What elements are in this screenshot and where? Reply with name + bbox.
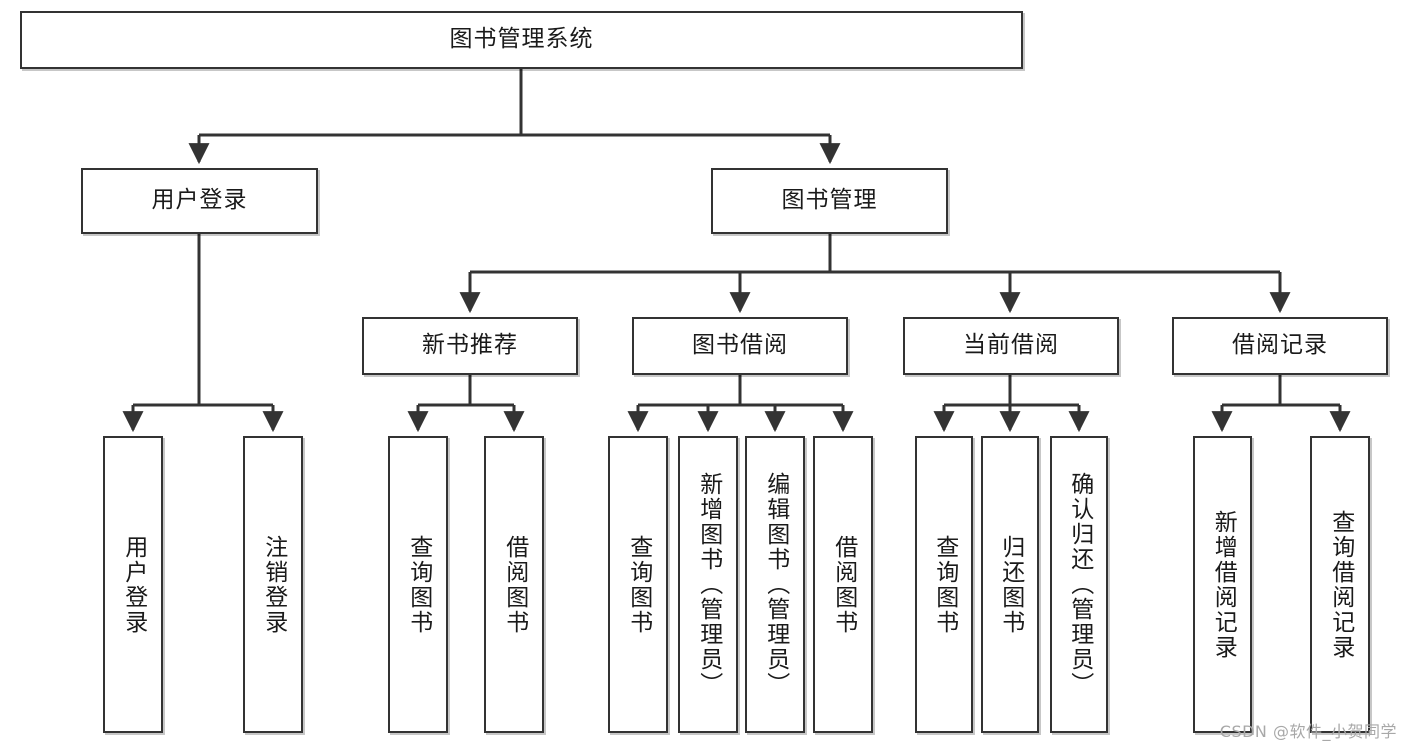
node-leaf-query-book-2[interactable]: 查询图书 bbox=[608, 436, 668, 733]
node-new-book-rec[interactable]: 新书推荐 bbox=[362, 317, 578, 375]
node-leaf-user-logout[interactable]: 注销登录 bbox=[243, 436, 303, 733]
node-leaf-borrow-book-1-label: 借阅图书 bbox=[501, 534, 528, 635]
node-root-label: 图书管理系统 bbox=[449, 26, 594, 53]
node-leaf-add-book[interactable]: 新增图书（管理员） bbox=[678, 436, 738, 733]
node-book-manage[interactable]: 图书管理 bbox=[711, 168, 948, 234]
node-leaf-edit-book-label: 编辑图书（管理员） bbox=[762, 472, 789, 697]
node-leaf-query-record-label: 查询借阅记录 bbox=[1327, 509, 1354, 660]
node-leaf-user-login-label: 用户登录 bbox=[120, 534, 147, 635]
node-leaf-query-book-1-label: 查询图书 bbox=[405, 534, 432, 635]
node-current-borrow[interactable]: 当前借阅 bbox=[903, 317, 1119, 375]
node-leaf-user-login[interactable]: 用户登录 bbox=[103, 436, 163, 733]
node-leaf-return-book-label: 归还图书 bbox=[997, 534, 1024, 635]
node-book-manage-label: 图书管理 bbox=[781, 187, 878, 214]
node-leaf-query-record[interactable]: 查询借阅记录 bbox=[1310, 436, 1370, 733]
node-leaf-borrow-book-2[interactable]: 借阅图书 bbox=[813, 436, 873, 733]
node-leaf-query-book-3-label: 查询图书 bbox=[931, 534, 958, 635]
node-leaf-add-record-label: 新增借阅记录 bbox=[1210, 509, 1237, 660]
node-root[interactable]: 图书管理系统 bbox=[20, 11, 1023, 69]
node-new-book-rec-label: 新书推荐 bbox=[422, 332, 518, 359]
node-leaf-add-book-label: 新增图书（管理员） bbox=[695, 472, 722, 697]
node-leaf-add-record[interactable]: 新增借阅记录 bbox=[1193, 436, 1252, 733]
node-book-borrow[interactable]: 图书借阅 bbox=[632, 317, 848, 375]
node-borrow-record[interactable]: 借阅记录 bbox=[1172, 317, 1388, 375]
node-current-borrow-label: 当前借阅 bbox=[963, 332, 1059, 359]
node-leaf-confirm-return-label: 确认归还（管理员） bbox=[1066, 472, 1093, 697]
node-leaf-borrow-book-2-label: 借阅图书 bbox=[830, 534, 857, 635]
node-leaf-query-book-3[interactable]: 查询图书 bbox=[915, 436, 973, 733]
node-user-login[interactable]: 用户登录 bbox=[81, 168, 318, 234]
node-leaf-query-book-2-label: 查询图书 bbox=[625, 534, 652, 635]
node-user-login-label: 用户登录 bbox=[151, 187, 248, 214]
node-leaf-edit-book[interactable]: 编辑图书（管理员） bbox=[745, 436, 805, 733]
node-leaf-confirm-return[interactable]: 确认归还（管理员） bbox=[1050, 436, 1108, 733]
node-borrow-record-label: 借阅记录 bbox=[1232, 332, 1328, 359]
node-book-borrow-label: 图书借阅 bbox=[692, 332, 788, 359]
node-leaf-user-logout-label: 注销登录 bbox=[260, 534, 287, 635]
node-leaf-borrow-book-1[interactable]: 借阅图书 bbox=[484, 436, 544, 733]
node-leaf-query-book-1[interactable]: 查询图书 bbox=[388, 436, 448, 733]
node-leaf-return-book[interactable]: 归还图书 bbox=[981, 436, 1039, 733]
